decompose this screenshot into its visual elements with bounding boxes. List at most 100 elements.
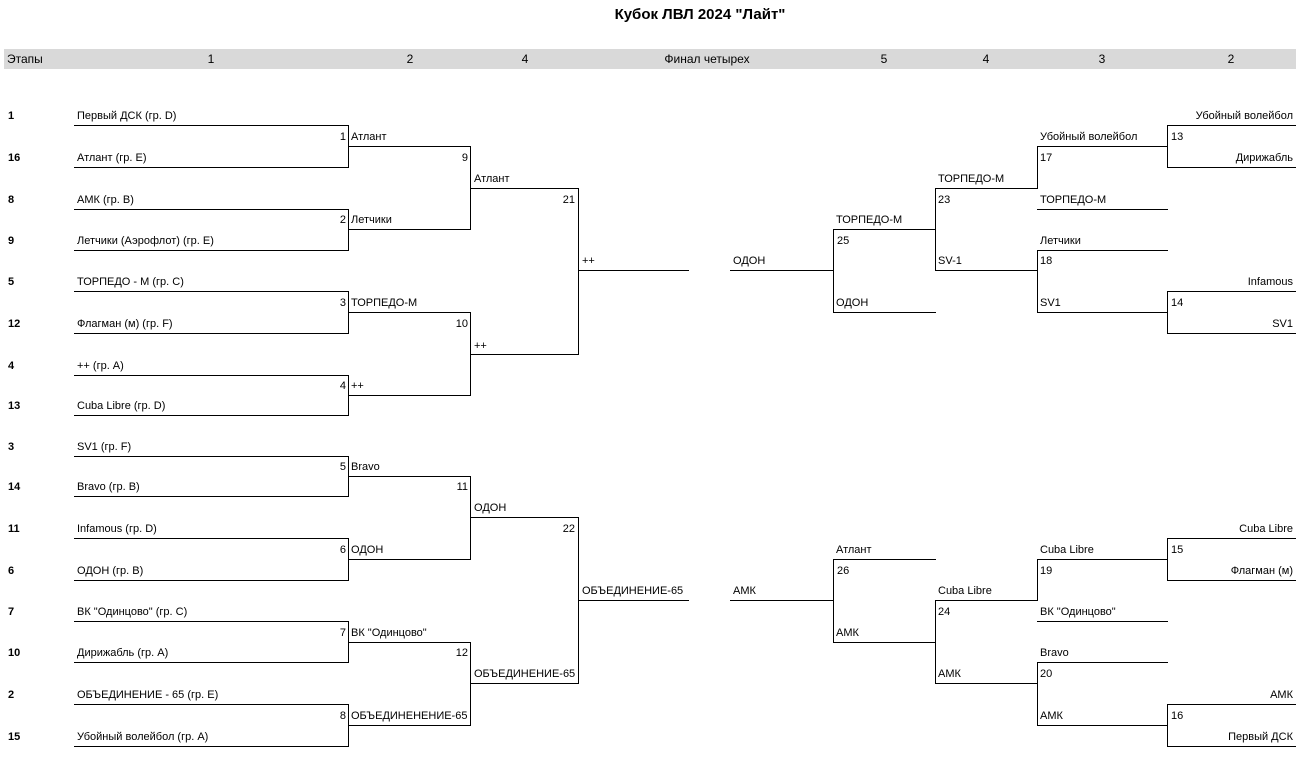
team-label: Infamous <box>1247 276 1293 288</box>
team-label: ++ <box>351 380 364 392</box>
match-number: 18 <box>1040 255 1053 267</box>
bracket-line <box>578 270 689 271</box>
team-label: Bravo (гр. B) <box>77 481 140 493</box>
team-label: Атлант <box>351 131 387 143</box>
match-number: 12 <box>455 647 468 659</box>
match-number: 23 <box>938 194 951 206</box>
bracket-line <box>1167 746 1296 747</box>
match-number: 21 <box>562 194 575 206</box>
team-label: Bravo <box>351 461 380 473</box>
seed-number: 2 <box>8 689 15 701</box>
bracket-line <box>1037 146 1168 147</box>
team-label: Cuba Libre <box>1239 523 1293 535</box>
bracket-line <box>1167 167 1296 168</box>
team-label: ++ <box>474 340 487 352</box>
bracket-line <box>470 188 579 189</box>
bracket-line <box>348 146 471 147</box>
bracket-line <box>74 209 349 210</box>
bracket-line <box>935 270 1038 271</box>
bracket-line <box>1167 580 1296 581</box>
bracket-line <box>74 167 349 168</box>
seed-number: 8 <box>8 194 15 206</box>
team-label: Cuba Libre <box>1040 544 1094 556</box>
bracket-line <box>74 580 349 581</box>
bracket-line <box>935 188 1038 189</box>
bracket-line <box>348 476 471 477</box>
bracket-line <box>833 229 936 230</box>
seed-number: 5 <box>8 276 15 288</box>
team-label: Убойный волейбол <box>1040 131 1138 143</box>
match-number: 8 <box>339 710 346 722</box>
team-label: АМК <box>938 668 961 680</box>
stage-col-8: 2 <box>1227 52 1235 66</box>
stage-col-2: 2 <box>406 52 414 66</box>
team-label: Cuba Libre (гр. D) <box>77 400 166 412</box>
bracket-line <box>348 312 471 313</box>
team-label: Атлант (гр. E) <box>77 152 147 164</box>
team-label: ОДОН (гр. B) <box>77 565 144 577</box>
bracket-line <box>74 621 349 622</box>
stage-col-3: 4 <box>521 52 529 66</box>
bracket-line <box>348 229 471 230</box>
bracket-line <box>348 725 471 726</box>
team-label: ОБЪЕДИНЕНИЕ-65 <box>582 585 684 597</box>
bracket-line <box>74 662 349 663</box>
team-label: Infamous (гр. D) <box>77 523 157 535</box>
team-label: АМК <box>836 627 859 639</box>
bracket-line <box>348 621 349 662</box>
match-number: 22 <box>562 523 575 535</box>
bracket-line <box>74 375 349 376</box>
bracket-line <box>1037 146 1038 188</box>
team-label: SV1 <box>1040 297 1061 309</box>
match-number: 10 <box>455 318 468 330</box>
match-number: 2 <box>339 214 346 226</box>
bracket-line <box>348 395 471 396</box>
bracket-line <box>74 456 349 457</box>
bracket-line <box>1037 621 1168 622</box>
match-number: 6 <box>339 544 346 556</box>
bracket-line <box>833 312 936 313</box>
team-label: Флагман (м) <box>1230 565 1293 577</box>
team-label: ТОРПЕДО-М <box>836 214 903 226</box>
team-label: АМК (гр. B) <box>77 194 134 206</box>
bracket-line <box>1167 333 1296 334</box>
team-label: Атлант <box>836 544 872 556</box>
team-label: ТОРПЕДО-М <box>351 297 418 309</box>
team-label: Дирижабль (гр. A) <box>77 647 169 659</box>
match-number: 17 <box>1040 152 1053 164</box>
team-label: ОБЪЕДИНЕНЕНИЕ-65 <box>351 710 468 722</box>
team-label: ОДОН <box>733 255 766 267</box>
bracket-line <box>470 683 579 684</box>
bracket-line <box>578 188 579 354</box>
team-label: Дирижабль <box>1235 152 1293 164</box>
bracket-line <box>730 270 834 271</box>
bracket-line <box>1167 291 1168 333</box>
bracket-line <box>348 559 471 560</box>
seed-number: 7 <box>8 606 15 618</box>
bracket-line <box>74 704 349 705</box>
team-label: ВК "Одинцово" <box>1040 606 1116 618</box>
team-label: ОБЪЕДИНЕНИЕ-65 <box>474 668 576 680</box>
seed-number: 16 <box>8 152 21 164</box>
team-label: ТОРПЕДО-М <box>938 173 1005 185</box>
match-number: 24 <box>938 606 951 618</box>
seed-number: 15 <box>8 731 21 743</box>
bracket-line <box>935 600 936 683</box>
bracket-line <box>74 125 349 126</box>
stage-col-7: 3 <box>1098 52 1106 66</box>
bracket-line <box>578 600 689 601</box>
stage-col-5: 5 <box>880 52 888 66</box>
team-label: АМК <box>1270 689 1293 701</box>
seed-number: 4 <box>8 360 15 372</box>
bracket-line <box>935 600 1038 601</box>
match-number: 4 <box>339 380 346 392</box>
team-label: Атлант <box>474 173 510 185</box>
team-label: Летчики <box>1040 235 1081 247</box>
stage-col-final-four: Финал четырех <box>664 52 750 66</box>
seed-number: 11 <box>8 523 20 535</box>
bracket-line <box>74 333 349 334</box>
match-number: 3 <box>339 297 346 309</box>
seed-number: 13 <box>8 400 21 412</box>
team-label: Летчики <box>351 214 392 226</box>
stages-header-row: Этапы 1 2 4 Финал четырех 5 4 3 2 <box>4 49 1296 69</box>
